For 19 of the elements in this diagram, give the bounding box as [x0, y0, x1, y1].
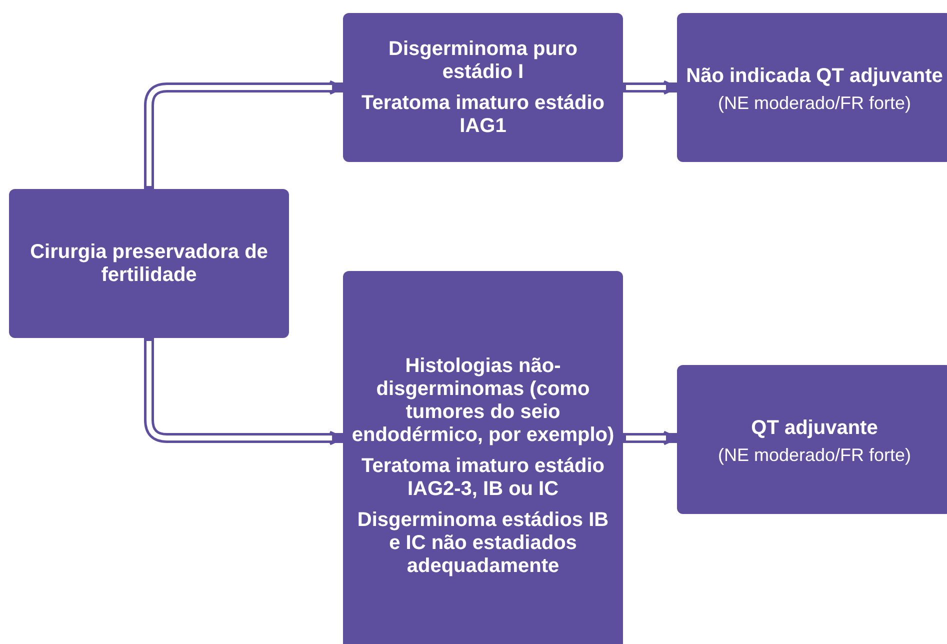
process-box: [677, 13, 947, 162]
pipe-arrow: [623, 80, 678, 95]
pipe-arrow: [144, 80, 344, 189]
pipe-arrow: [144, 338, 344, 446]
box-text: Disgerminoma estádios IB e IC não estadiados adequadamente: [356, 508, 610, 578]
box-text: Disgerminoma puro estádio I: [388, 38, 578, 84]
evidence-note: (NE moderado/FR forte): [718, 444, 912, 466]
process-box: [343, 271, 623, 644]
process-box: [677, 365, 947, 514]
box-text: QT adjuvante: [751, 416, 878, 440]
pipe-arrow: [623, 430, 678, 446]
process-box: [343, 13, 623, 162]
box-text: Histologias não-disgerminomas (como tumores do seio endodérmico, por exemplo): [351, 354, 615, 446]
box-text: Não indicada QT adjuvante: [686, 64, 943, 88]
evidence-note: (NE moderado/FR forte): [718, 92, 912, 114]
box-text: Cirurgia preservadora de fertilidade: [29, 240, 269, 286]
process-box: [9, 189, 289, 338]
box-text: Teratoma imaturo estádio IAG1: [360, 92, 606, 138]
box-text: Teratoma imaturo estádio IAG2-3, IB ou IC: [360, 454, 606, 500]
